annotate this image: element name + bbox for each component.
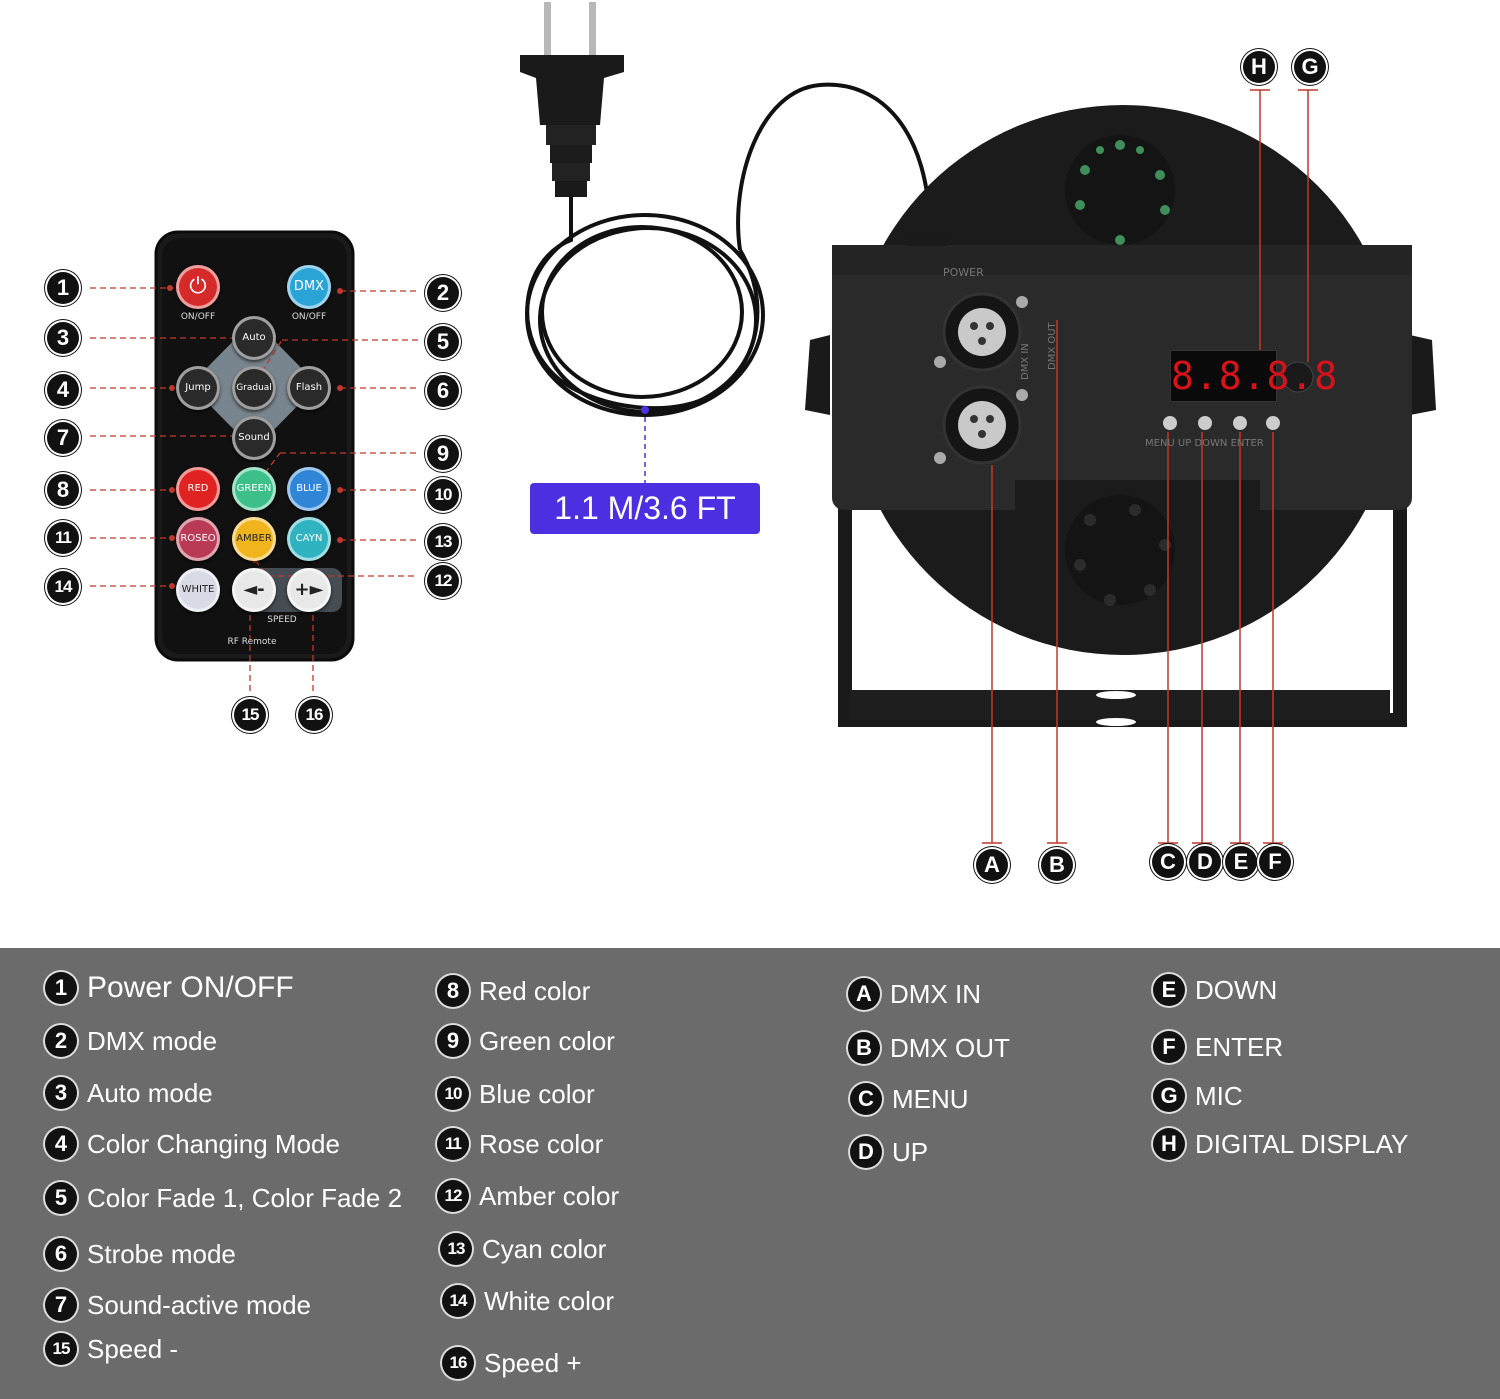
jump-button[interactable]: Jump	[176, 366, 220, 410]
callout-c: C	[1152, 846, 1184, 878]
power-plug	[520, 2, 624, 197]
callout-3: 3	[47, 322, 79, 354]
diagram-artwork	[90, 2, 1436, 844]
callout-g: G	[1294, 51, 1326, 83]
digital-display: 8.8.8.8	[1170, 350, 1337, 402]
power-button[interactable]: ⏻	[176, 265, 220, 309]
panel-button-labels: MENU UP DOWN ENTER	[1145, 438, 1264, 449]
callout-e: E	[1225, 846, 1257, 878]
callout-10: 10	[427, 479, 459, 511]
flash-button[interactable]: Flash	[287, 366, 331, 410]
remote-model-text: RF Remote	[227, 637, 277, 647]
power-cable	[525, 82, 932, 417]
cayn-button[interactable]: CAYN	[287, 517, 331, 561]
callout-d: D	[1189, 846, 1221, 878]
speed-caption: SPEED	[267, 615, 297, 625]
callout-15: 15	[234, 699, 266, 731]
remote-callout-lines	[90, 287, 418, 695]
callout-13: 13	[427, 526, 459, 558]
callout-7: 7	[47, 422, 79, 454]
callout-12: 12	[427, 565, 459, 597]
sound-button[interactable]: Sound	[232, 416, 276, 460]
auto-button[interactable]: Auto	[232, 316, 276, 360]
green-button[interactable]: GREEN	[232, 467, 276, 511]
light-device	[805, 105, 1436, 727]
device-callout-lines	[982, 89, 1318, 844]
callout-a: A	[976, 849, 1008, 881]
gradual-button[interactable]: Gradual	[232, 366, 276, 410]
product-diagram: ⏻ ON/OFF DMX ON/OFF Auto Jump Gradual Fl…	[47, 2, 1436, 881]
callout-4: 4	[47, 374, 79, 406]
power-icon: ⏻	[189, 274, 207, 299]
callout-5: 5	[427, 326, 459, 358]
power-label: POWER	[943, 266, 984, 279]
cable-length-badge: 1.1 M/3.6 FT	[530, 483, 760, 534]
callout-2: 2	[427, 277, 459, 309]
callout-14: 14	[47, 571, 79, 603]
callout-11: 11	[47, 522, 79, 554]
blue-button[interactable]: BLUE	[287, 467, 331, 511]
callout-h: H	[1243, 51, 1275, 83]
dmx-button[interactable]: DMX	[287, 265, 331, 309]
speed-minus-button[interactable]: ◄-	[232, 568, 276, 612]
callout-16: 16	[298, 699, 330, 731]
dmx-out-label: DMX OUT	[1047, 322, 1058, 370]
callout-9: 9	[427, 438, 459, 470]
amber-button[interactable]: AMBER	[232, 517, 276, 561]
callout-f: F	[1259, 846, 1291, 878]
roseo-button[interactable]: ROSEO	[176, 517, 220, 561]
dmx-caption: ON/OFF	[291, 312, 327, 322]
callout-6: 6	[427, 375, 459, 407]
white-button[interactable]: WHITE	[176, 568, 220, 612]
callout-8: 8	[47, 474, 79, 506]
callout-b: B	[1041, 849, 1073, 881]
power-caption: ON/OFF	[180, 312, 216, 322]
red-button[interactable]: RED	[176, 467, 220, 511]
speed-plus-button[interactable]: +►	[287, 568, 331, 612]
callout-1: 1	[47, 272, 79, 304]
dmx-in-label: DMX IN	[1020, 343, 1031, 380]
